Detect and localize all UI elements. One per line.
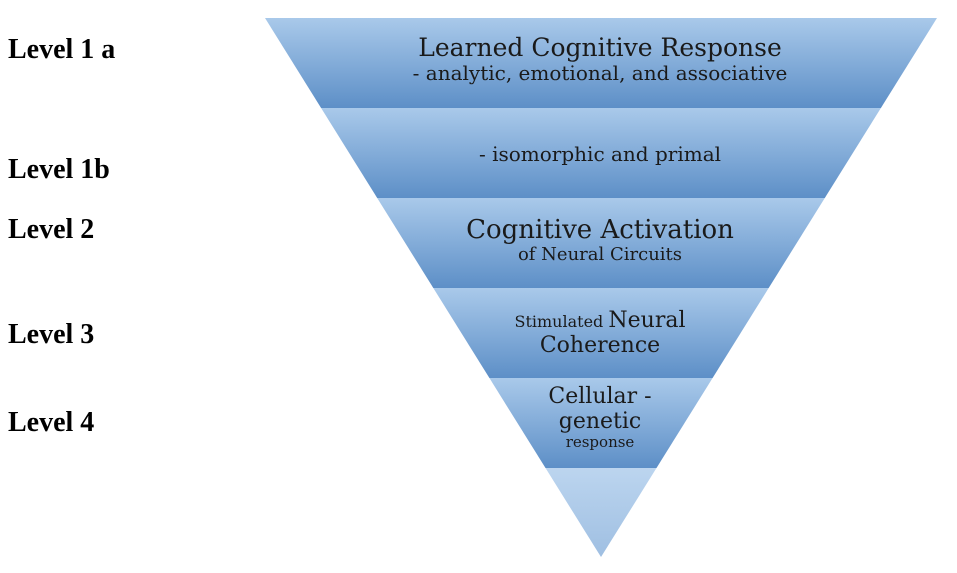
level-label-2: Level 2 [8,214,95,245]
layer-4-line3: response [565,433,635,452]
layer-1b-text: - isomorphic and primal [380,142,820,166]
level-label-1a: Level 1 a [8,34,116,65]
level-label-3: Level 3 [8,319,95,350]
level-label-4: Level 4 [8,407,95,438]
layer-2-title: Cognitive Activation [466,215,734,245]
layer-1a-title: Learned Cognitive Response [418,33,782,62]
band-apex [545,468,657,557]
layer-3-stimulated: Stimulated [514,312,604,331]
layer-2-text: Cognitive Activation of Neural Circuits [420,215,780,266]
layer-4-line1: Cellular - [548,384,652,409]
layer-3-line1: Stimulated Neural [460,308,740,334]
layer-1b-title: - isomorphic and primal [478,142,722,166]
band-level-2 [377,198,825,288]
layer-3-neural: Neural [608,308,686,333]
layer-4-text: Cellular - genetic response [500,384,700,452]
band-level-4 [489,378,713,468]
layer-3-line2: Coherence [539,332,661,358]
layer-2-subtitle: of Neural Circuits [517,244,683,266]
layer-4-line2: genetic [558,408,642,434]
band-level-3 [433,288,769,378]
band-level-1b [321,108,881,198]
layer-1a-text: Learned Cognitive Response - analytic, e… [360,33,840,85]
level-label-1b: Level 1b [8,154,110,185]
layer-1a-subtitle: - analytic, emotional, and associative [412,61,788,85]
band-level-1a [265,18,937,108]
layer-3-text: Stimulated Neural Coherence [460,308,740,358]
